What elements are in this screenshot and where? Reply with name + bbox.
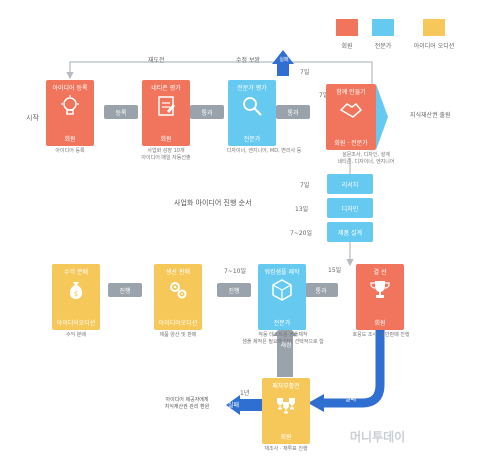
fail-left-note: 아이디어 제공자에게 지식재산권 관리 환원 <box>164 397 210 410</box>
days15-label: 15일 <box>328 267 342 274</box>
reset-label: 재정 <box>280 342 292 349</box>
node-decision-role: 회원 <box>374 320 386 327</box>
node-make-note: 설문조사, 디자인, 설계 네티즌, 디자이너, 엔지니어 <box>337 152 395 165</box>
money-bag-icon: $ <box>69 282 83 299</box>
resubmit-label: 재도전 <box>148 57 165 64</box>
arrow-progress1-label: 진행 <box>228 287 240 295</box>
step-engineering: 제품 설계 <box>327 222 373 242</box>
step-days-3: 7~20일 <box>290 230 312 237</box>
node-revenue-title: 수익 분배 <box>64 269 88 276</box>
node-decision-title: 결 선 <box>373 269 387 276</box>
arrow-pass3-label: 통과 <box>315 287 327 295</box>
legend-label-company: 회원 <box>341 43 353 50</box>
step-design-label: 디자인 <box>341 205 359 213</box>
node-production-note: 제품 양산 및 판매 <box>159 332 197 338</box>
gears-icon <box>170 282 187 299</box>
days7b-label: 7일 <box>319 92 329 99</box>
node-review-role: 회원 <box>160 136 172 143</box>
arrow-progress2-label: 진행 <box>119 287 131 295</box>
node-production-role: 아이디어오디션 <box>158 320 198 327</box>
days7a-label: 7일 <box>300 69 310 76</box>
node-idea-role: 회원 <box>64 136 76 143</box>
node-revival-role: 회원 <box>280 434 292 441</box>
make-expert-stripe <box>376 84 388 150</box>
year1-label: 1년 <box>240 390 250 397</box>
trophy-icon <box>370 281 390 298</box>
node-make-role: 회원 · 전문가 <box>334 140 368 147</box>
step-engineering-label: 제품 설계 <box>338 229 362 237</box>
arrow-progress1: 진행 <box>217 283 251 297</box>
arrow-register: 등록 <box>104 105 138 119</box>
node-expert-role: 전문가 <box>243 136 261 143</box>
node-expert-title: 전문가 평가 <box>237 85 267 92</box>
fail-bottom-curve <box>322 318 385 408</box>
arrow-progress2: 진행 <box>108 283 142 297</box>
step-days-2: 13일 <box>295 206 309 213</box>
arrow-pass3: 통과 <box>304 283 338 297</box>
node-idea-note: 아이디어 등록 <box>55 148 85 154</box>
arrow-pass1: 통과 <box>190 105 224 119</box>
node-production-sales: 생산 판매 아이디어오디션 <box>154 264 202 330</box>
node-netizen-review: 네티즌 평가 회원 <box>142 80 190 146</box>
node-make-together: 함께 만들기 회원 · 전문가 <box>326 84 376 150</box>
fail-left-label: 실패 <box>228 402 240 409</box>
node-expert-review: 전문가 평가 전문가 <box>228 80 276 146</box>
fail-top-label: 실패 <box>279 57 289 63</box>
arrow-pass2: 통과 <box>276 105 310 119</box>
legend-label-expert: 전문가 <box>374 43 392 50</box>
node-final-decision: 결 선 회원 <box>356 264 404 330</box>
revise-label: 수정 보완 <box>236 57 260 64</box>
step-research: 리서치 <box>327 174 373 194</box>
cube-icon <box>272 279 292 301</box>
step-days-1: 7일 <box>300 182 310 189</box>
arrow-register-label: 등록 <box>115 109 127 117</box>
trophies-icon <box>277 398 295 414</box>
fail-top-head <box>272 50 294 64</box>
handshake-icon <box>339 102 363 118</box>
watermark: 머니투데이 <box>350 430 406 444</box>
resubmit-loop-line <box>66 61 373 84</box>
node-prototype-note: 작동 테스트용 샘플제작 샘플 제작은 필요에 따라 선택적으로 함 <box>242 332 324 345</box>
node-expert-note: 디자이너, 엔지니어, MD, 변리사 등 <box>226 148 302 154</box>
arrow-pass1-label: 통과 <box>201 109 213 117</box>
legend-label-auditor: 아이디어 오디션 <box>413 43 455 50</box>
node-review-note: 사업화 성장 10개 아이디어 매일 자동선출 <box>141 148 191 161</box>
days7-10-label: 7~10일 <box>224 268 246 275</box>
fail-bottom-head <box>308 394 324 412</box>
node-decision-note: 호응도 조사, 시안판매 진행 <box>352 332 410 338</box>
node-revival-note: 재조사 · 재투표 진행 <box>264 446 308 452</box>
arrow-pass2-label: 통과 <box>287 109 299 117</box>
fail-left-head <box>226 395 240 415</box>
node-prototype-title: 워킹샘플 제작 <box>264 269 300 276</box>
node-production-title: 생산 판매 <box>166 269 190 276</box>
lightbulb-icon <box>61 95 79 115</box>
node-revenue-share: 수익 분배 $ 아이디어오디션 <box>52 264 100 330</box>
magnifier-icon <box>243 97 262 116</box>
ip-apply-label: 지식재산권 출원 <box>410 112 451 119</box>
node-working-sample: 워킹샘플 제작 전문가 <box>258 264 306 330</box>
sequence-title: 사업화 아이디어 진행 순서 <box>174 199 252 207</box>
start-label: 시작 <box>26 114 39 122</box>
node-revenue-role: 아이디어오디션 <box>56 320 96 327</box>
step-design: 디자인 <box>327 198 373 218</box>
node-revival-title: 패자부활전 <box>272 383 300 390</box>
svg-text:$: $ <box>74 290 78 298</box>
node-prototype-role: 전문가 <box>273 320 291 327</box>
node-idea-title: 아이디어 등록 <box>52 85 88 92</box>
clipboard-icon <box>158 96 175 116</box>
step-research-label: 리서치 <box>341 181 359 189</box>
fail-bottom-label: 실패 <box>345 396 357 403</box>
node-revival-round: 패자부활전 회원 <box>262 378 310 444</box>
legend-swatch-company <box>336 19 358 36</box>
legend-swatch-expert <box>372 19 394 36</box>
legend-swatch-auditor <box>423 19 445 36</box>
node-idea-registration: 아이디어 등록 회원 <box>46 80 94 146</box>
node-review-title: 네티즌 평가 <box>151 85 181 92</box>
node-make-title: 함께 만들기 <box>336 89 366 96</box>
node-revenue-note: 수익 분배 <box>66 332 86 338</box>
